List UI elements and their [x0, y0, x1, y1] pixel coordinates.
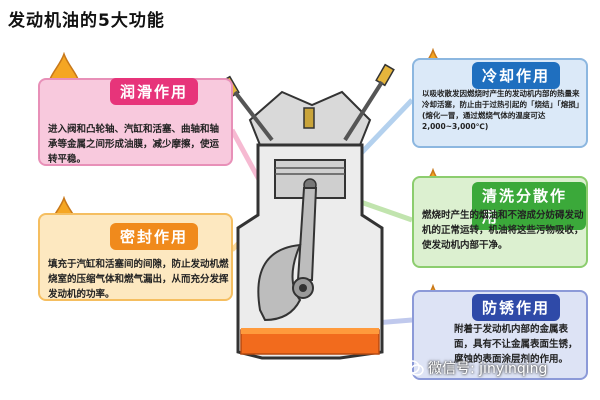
lubrication-text: 进入阀和凸轮轴、汽缸和活塞、曲轴和轴承等金属之间形成油膜，减少摩擦，使运转平稳。 — [48, 122, 228, 167]
cleaning-card: 清洗分散作用 燃烧时产生的烟油和不溶成分妨碍发动机的正常运转，机油将这些污物吸收… — [412, 176, 588, 268]
sealing-heading: 密封作用 — [110, 223, 198, 250]
sealing-text: 填充于汽缸和活塞间的间隙，防止发动机燃烧室的压缩气体和燃气漏出，从而充分发挥发动… — [48, 257, 233, 302]
rust-heading: 防锈作用 — [472, 294, 560, 321]
wechat-icon — [404, 360, 424, 376]
cooling-heading: 冷却作用 — [472, 62, 560, 89]
cooling-card: 冷却作用 以吸收散发因燃烧时产生的发动机内部的热量来冷却活塞，防止由于过热引起的… — [412, 58, 588, 148]
cleaning-text: 燃烧时产生的烟油和不溶成分妨碍发动机的正常运转，机油将这些污物吸收，使发动机内部… — [422, 208, 584, 253]
watermark-text: 微信号: jinyinqing — [428, 358, 547, 378]
lubrication-card: 润滑作用 进入阀和凸轮轴、汽缸和活塞、曲轴和轴承等金属之间形成油膜，减少摩擦，使… — [38, 78, 233, 166]
watermark: 微信号: jinyinqing — [404, 358, 547, 378]
lubrication-heading: 润滑作用 — [110, 78, 198, 105]
cooling-text: 以吸收散发因燃烧时产生的发动机内部的热量来冷却活塞，防止由于过热引起的「烧结」「… — [422, 88, 584, 132]
spark-plug — [304, 108, 314, 128]
sealing-card: 密封作用 填充于汽缸和活塞间的间隙，防止发动机燃烧室的压缩气体和燃气漏出，从而充… — [38, 213, 233, 301]
